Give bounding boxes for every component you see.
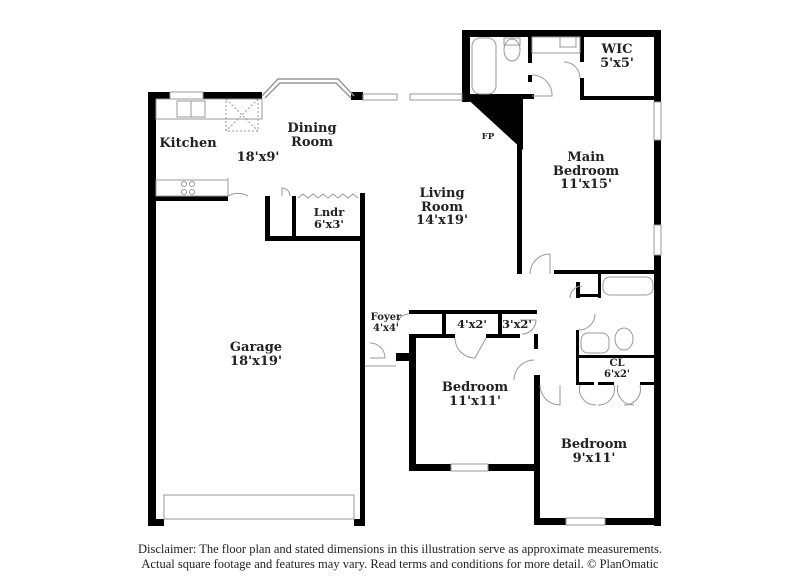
closet-3x2-label: 3'x2' bbox=[502, 317, 532, 331]
dining-bay-window bbox=[261, 78, 355, 99]
disclaimer-line-2: Actual square footage and features may v… bbox=[141, 557, 659, 571]
windows bbox=[163, 91, 662, 526]
walls bbox=[148, 30, 661, 526]
fireplace-label: FP bbox=[481, 132, 495, 142]
disclaimer-line-1: Disclaimer: The floor plan and stated di… bbox=[138, 542, 662, 556]
kitchen-label: Kitchen bbox=[159, 136, 217, 151]
fixtures bbox=[155, 36, 654, 406]
closet-4x2-label: 4'x2' bbox=[457, 317, 487, 331]
dining-room-dims: 18'x9' bbox=[236, 150, 280, 165]
